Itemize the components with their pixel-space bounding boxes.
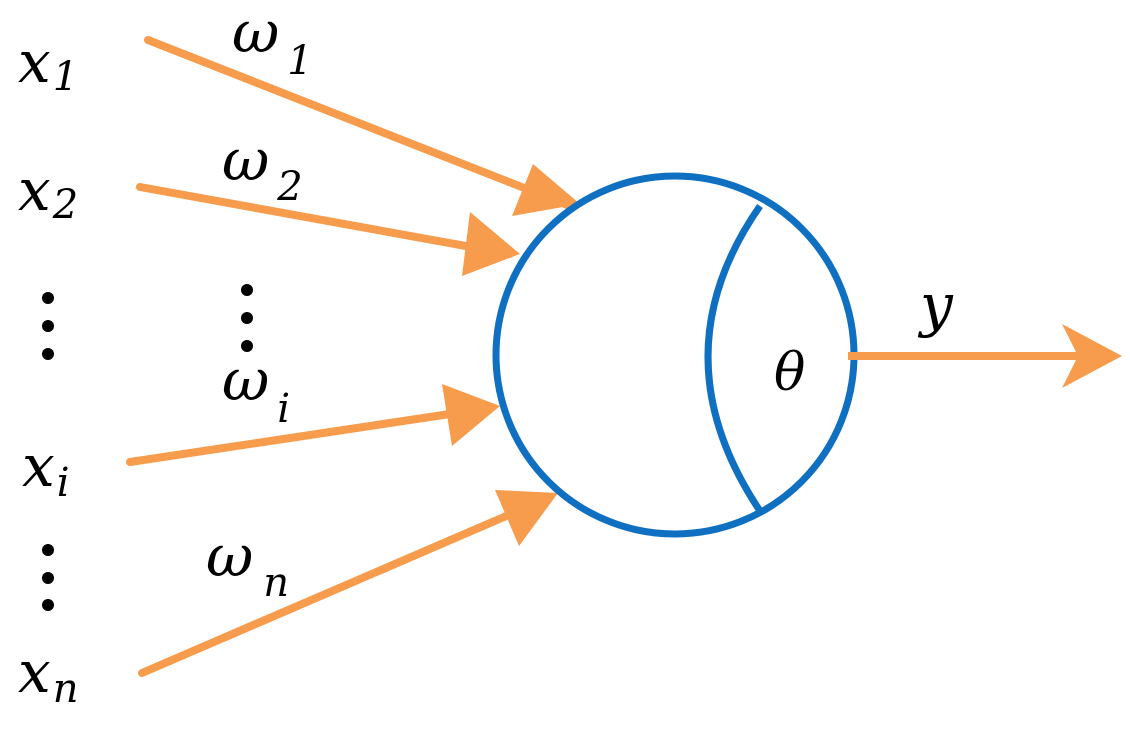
input-arrowhead-i (442, 384, 500, 446)
input-arrowhead-n (495, 490, 558, 546)
input-subscript-i: i (57, 460, 70, 506)
input-arrow-i (126, 404, 494, 466)
input-subscript-2: 2 (52, 182, 78, 228)
input-label-2: x2 (18, 156, 78, 228)
output-label: y (917, 271, 954, 339)
output-arrow-group: y (848, 271, 1122, 388)
weight-symbol-n: ω (206, 522, 253, 590)
weight-symbol-2: ω (222, 126, 269, 194)
input-label-n: xn (18, 638, 78, 712)
input-arrows (126, 36, 580, 677)
threshold-label: θ (774, 343, 805, 403)
input-arrowhead-1 (512, 164, 580, 216)
input-arrowhead-2 (462, 212, 520, 276)
ellipsis-dots (42, 284, 253, 611)
input-ellipsis-upper (42, 292, 54, 360)
input-arrow-2 (136, 183, 514, 258)
input-label-1: x1 (18, 28, 78, 100)
input-ellipsis-lower (42, 544, 54, 611)
input-subscript-1: 1 (53, 54, 78, 100)
input-symbol-2: x (18, 156, 51, 224)
input-symbol-i: x (22, 432, 55, 500)
input-subscript-n: n (53, 666, 79, 712)
weight-subscript-i: i (277, 386, 290, 432)
input-labels: x1 x2 xi xn (18, 28, 78, 712)
input-symbol-1: x (18, 28, 51, 96)
neuron: θ (492, 172, 858, 538)
output-arrowhead (1062, 324, 1122, 388)
weight-ellipsis (241, 284, 253, 352)
neuron-threshold-arc (704, 203, 763, 513)
weight-subscript-2: 2 (276, 164, 302, 210)
weight-symbol-1: ω (232, 0, 279, 66)
weight-symbol-i: ω (222, 346, 269, 414)
weight-subscript-n: n (263, 560, 289, 606)
input-arrow-n (138, 494, 552, 677)
input-label-i: xi (22, 432, 70, 506)
input-arrow-1 (144, 36, 574, 210)
weight-subscript-1: 1 (287, 38, 312, 84)
input-symbol-n: x (18, 638, 51, 706)
